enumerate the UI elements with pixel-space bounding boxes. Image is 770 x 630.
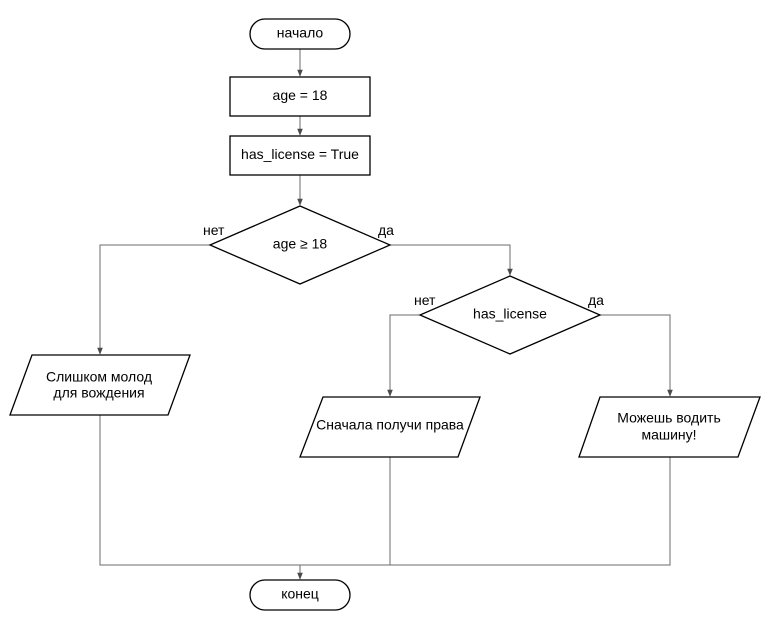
output-can-drive-line2: машину!	[641, 427, 696, 443]
end-label: конец	[281, 586, 319, 602]
branch-age-yes-label: да	[378, 222, 394, 238]
edge-license-yes	[600, 314, 673, 397]
edge-merge	[99, 415, 671, 566]
edge-age-no	[97, 244, 210, 355]
output-get-license-label: Сначала получи права	[316, 417, 464, 433]
end-node: конец	[249, 579, 351, 611]
decision-license-label: has_license	[473, 306, 547, 322]
branch-license-yes-label: да	[588, 292, 604, 308]
branch-age-no-label: нет	[203, 222, 225, 238]
output-too-young-line1: Слишком молод	[46, 369, 152, 385]
start-label: начало	[277, 25, 324, 41]
assign-license-node: has_license = True	[229, 135, 371, 176]
branch-license-no-label: нет	[414, 292, 436, 308]
assign-age-node: age = 18	[229, 76, 371, 117]
decision-license-node: has_license	[418, 275, 602, 355]
decision-age-label: age ≥ 18	[273, 236, 328, 252]
edge-age-yes	[390, 244, 513, 276]
output-can-drive-node: Можешь водить машину!	[578, 396, 761, 458]
output-get-license-node: Сначала получи права	[299, 396, 481, 458]
output-too-young-line2: для вождения	[53, 385, 144, 401]
output-too-young-node: Слишком молод для вождения	[9, 354, 191, 416]
assign-age-label: age = 18	[273, 87, 328, 103]
output-can-drive-line1: Можешь водить	[617, 410, 720, 426]
edge-license-no	[387, 314, 420, 397]
start-node: начало	[249, 18, 351, 50]
connectors	[97, 49, 673, 580]
decision-age-node: age ≥ 18	[208, 205, 392, 285]
assign-license-label: has_license = True	[241, 146, 359, 162]
